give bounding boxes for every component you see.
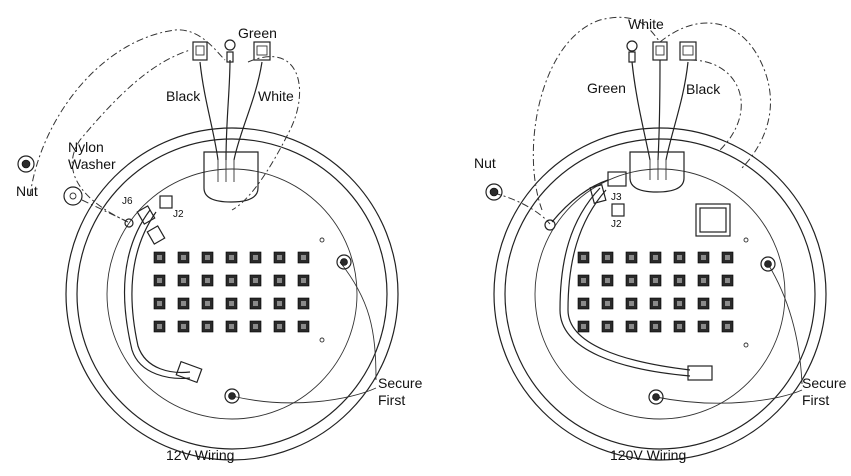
left-led-lens-2-5	[277, 301, 282, 306]
label-nut-120v: Nut	[474, 155, 496, 171]
right-led-lens-0-0	[581, 255, 586, 260]
label-nut-12v: Nut	[16, 183, 38, 199]
left-led-lens-2-2	[205, 301, 210, 306]
label-j2-120v: J2	[611, 219, 622, 230]
right-led-lens-0-6	[725, 255, 730, 260]
left-led-lens-2-3	[229, 301, 234, 306]
left-led-lens-1-5	[277, 278, 282, 283]
right-led-lens-0-3	[653, 255, 658, 260]
right-led-lens-2-0	[581, 301, 586, 306]
caption-12v-wiring: 12V Wiring	[166, 447, 235, 463]
label-j2-12v: J2	[173, 209, 184, 220]
right-led-lens-3-0	[581, 324, 586, 329]
label-washer: Washer	[68, 156, 116, 172]
left-led-lens-3-3	[229, 324, 234, 329]
left-led-lens-0-5	[277, 255, 282, 260]
left-led-lens-0-6	[301, 255, 306, 260]
right-led-lens-1-5	[701, 278, 706, 283]
left-led-lens-3-6	[301, 324, 306, 329]
left-led-lens-0-4	[253, 255, 258, 260]
left-led-lens-0-2	[205, 255, 210, 260]
left-led-lens-1-1	[181, 278, 186, 283]
left-led-lens-0-1	[181, 255, 186, 260]
label-nylon: Nylon	[68, 139, 104, 155]
left-led-lens-1-2	[205, 278, 210, 283]
left-led-lens-3-0	[157, 324, 162, 329]
left-led-lens-1-0	[157, 278, 162, 283]
right-led-lens-1-2	[629, 278, 634, 283]
right-led-lens-2-3	[653, 301, 658, 306]
label-secure-12v: Secure	[378, 375, 423, 391]
right-led-lens-1-6	[725, 278, 730, 283]
label-black-wire-120v: Black	[686, 81, 721, 97]
left-led-lens-2-0	[157, 301, 162, 306]
left-led-lens-3-4	[253, 324, 258, 329]
left-led-lens-0-3	[229, 255, 234, 260]
right-led-lens-2-6	[725, 301, 730, 306]
left-led-lens-0-0	[157, 255, 162, 260]
right-led-lens-3-3	[653, 324, 658, 329]
label-j3: J3	[611, 192, 622, 203]
left-led-lens-3-5	[277, 324, 282, 329]
label-j6: J6	[122, 196, 133, 207]
right-led-lens-0-4	[677, 255, 682, 260]
right-led-lens-2-4	[677, 301, 682, 306]
right-led-lens-2-1	[605, 301, 610, 306]
left-led-lens-1-4	[253, 278, 258, 283]
left-led-lens-1-3	[229, 278, 234, 283]
label-green-wire-12v: Green	[238, 25, 277, 41]
right-led-lens-3-6	[725, 324, 730, 329]
right-led-lens-3-4	[677, 324, 682, 329]
label-first-120v: First	[802, 392, 830, 408]
right-led-lens-3-1	[605, 324, 610, 329]
label-secure-120v: Secure	[802, 375, 847, 391]
caption-120v-wiring: 120V Wiring	[610, 447, 687, 463]
label-white-wire-120v: White	[628, 16, 664, 32]
right-led-lens-0-2	[629, 255, 634, 260]
right-led-lens-0-1	[605, 255, 610, 260]
right-led-lens-2-5	[701, 301, 706, 306]
label-green-wire-120v: Green	[587, 80, 626, 96]
left-led-lens-3-2	[205, 324, 210, 329]
right-led-lens-1-3	[653, 278, 658, 283]
fixture-120v	[485, 16, 827, 461]
left-led-lens-2-6	[301, 301, 306, 306]
fixture-12v	[17, 29, 399, 461]
left-led-lens-1-6	[301, 278, 306, 283]
label-black-wire-12v: Black	[166, 88, 201, 104]
left-led-lens-2-1	[181, 301, 186, 306]
left-led-lens-3-1	[181, 324, 186, 329]
right-led-lens-1-0	[581, 278, 586, 283]
right-led-lens-2-2	[629, 301, 634, 306]
label-white-wire-12v: White	[258, 88, 294, 104]
right-led-lens-3-5	[701, 324, 706, 329]
right-led-lens-1-4	[677, 278, 682, 283]
right-led-lens-0-5	[701, 255, 706, 260]
right-led-lens-1-1	[605, 278, 610, 283]
right-led-lens-3-2	[629, 324, 634, 329]
label-first-12v: First	[378, 392, 406, 408]
left-led-lens-2-4	[253, 301, 258, 306]
